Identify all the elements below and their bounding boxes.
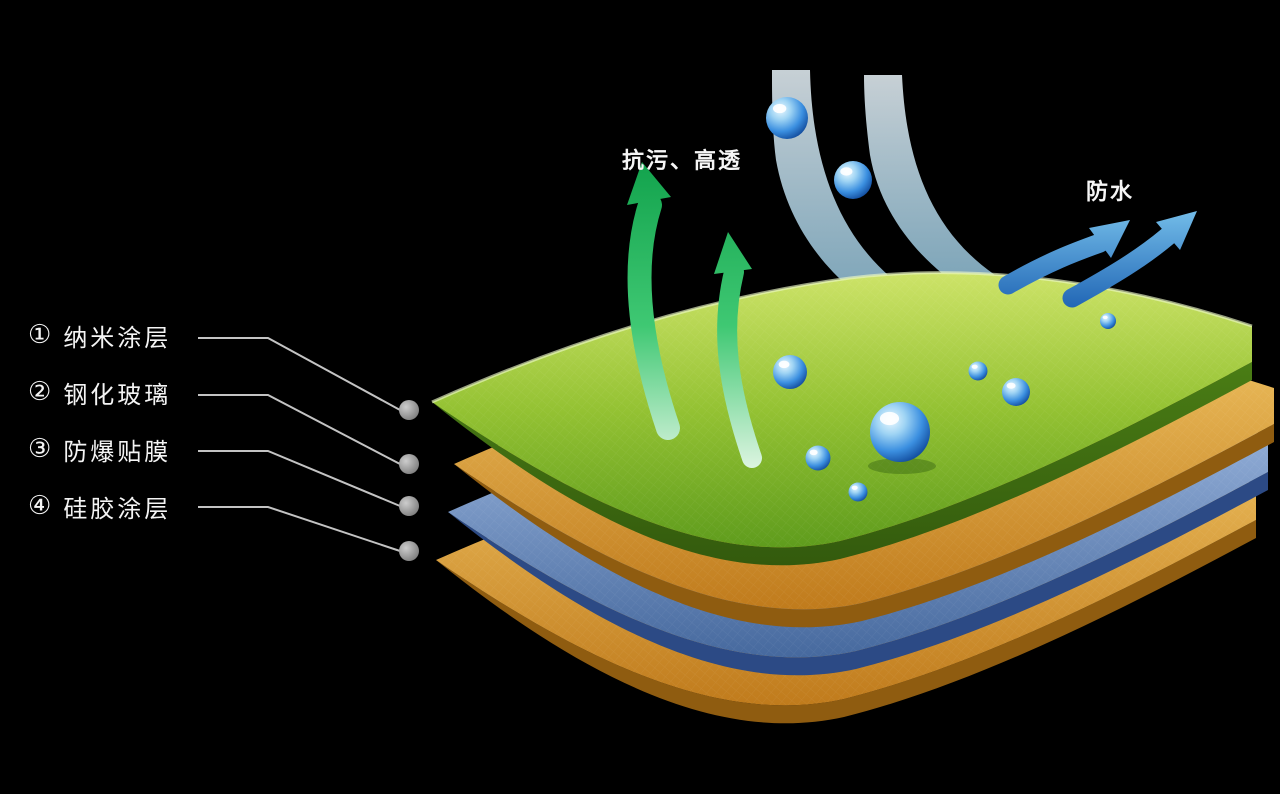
- legend-item-antiexplosion-film: ③ 防爆贴膜: [28, 432, 171, 466]
- droplet: [968, 361, 988, 381]
- legend-label-2: 钢化玻璃: [63, 380, 172, 409]
- leader-line-2: [198, 394, 401, 465]
- blue-arrow-right-shaft: [1062, 226, 1178, 308]
- connector-dot-2: [399, 454, 419, 474]
- droplet: [1100, 313, 1116, 329]
- connector-dots: [399, 400, 419, 561]
- droplet-falling: [834, 161, 872, 199]
- legend-number-2: ②: [28, 377, 52, 407]
- legend-label-3: 防爆贴膜: [63, 437, 172, 466]
- blue-arrow-left-head: [1089, 220, 1130, 258]
- green-arrow-left-head: [627, 162, 671, 205]
- legend-number-3: ③: [28, 434, 52, 464]
- legend-label-1: 纳米涂层: [63, 323, 172, 352]
- legend-item-silicone-coating: ④ 硅胶涂层: [28, 489, 171, 523]
- droplet: [848, 482, 868, 502]
- anti-stain-arrows: [627, 162, 762, 468]
- droplet-large: [870, 402, 930, 462]
- legend-item-tempered-glass: ② 钢化玻璃: [28, 375, 171, 409]
- green-arrow-right-head: [714, 232, 752, 274]
- droplet: [773, 355, 807, 389]
- legend-number-4: ④: [28, 491, 52, 521]
- droplet: [1002, 378, 1030, 406]
- annotation-anti-stain: 抗污、高透: [622, 149, 743, 174]
- legend: ① 纳米涂层 ② 钢化玻璃 ③ 防爆贴膜 ④ 硅胶涂层: [28, 318, 171, 546]
- connector-dot-1: [399, 400, 419, 420]
- leader-line-1: [198, 337, 401, 411]
- water-droplets: [766, 97, 1116, 502]
- legend-item-nano-coating: ① 纳米涂层: [28, 318, 171, 352]
- leader-line-4: [198, 506, 401, 552]
- blue-arrow-right-head: [1156, 211, 1197, 250]
- legend-number-1: ①: [28, 320, 52, 350]
- layer-nano-coating: [431, 271, 1253, 566]
- leader-lines: [198, 337, 401, 552]
- legend-label-4: 硅胶涂层: [63, 494, 172, 523]
- annotation-waterproof: 防水: [1086, 180, 1135, 205]
- green-arrow-right-shaft: [717, 262, 762, 468]
- blue-arrow-left-shaft: [998, 233, 1110, 295]
- droplet: [805, 445, 831, 471]
- leader-line-3: [198, 450, 401, 507]
- green-arrow-left-shaft: [627, 193, 680, 440]
- droplet-falling: [766, 97, 808, 139]
- green-top-edge-highlight: [431, 271, 1253, 404]
- waterproof-arrows: [998, 211, 1197, 308]
- droplet-shadow: [868, 458, 936, 474]
- connector-dot-4: [399, 541, 419, 561]
- connector-dot-3: [399, 496, 419, 516]
